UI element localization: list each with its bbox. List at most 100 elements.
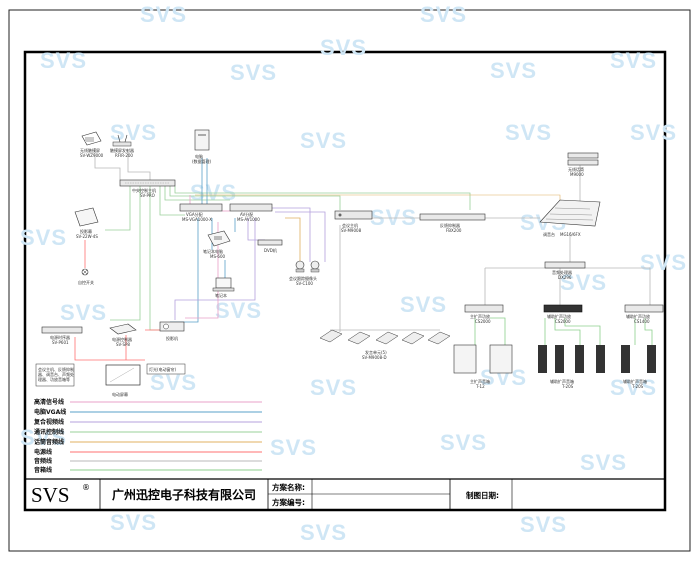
- feedback-suppressor: 反馈抑制器 FBX200: [419, 213, 486, 233]
- speakers-main-label: 主扩声音箱: [470, 378, 490, 384]
- projector-screen-label: 投影幕: [80, 228, 92, 234]
- projector-screen: 投影幕 SV-22W-4S: [74, 207, 99, 239]
- legend: 高清信号线 电脑VGA线 复合视频线 通讯控制线 话筒音频线 电源线 音频线 音…: [33, 398, 262, 474]
- watermark-text: SVS: [610, 375, 657, 400]
- legend-hd-signal: 高清信号线: [34, 398, 64, 406]
- amplifier-aux-1-label: 辅助扩声功放: [547, 313, 571, 319]
- av-distributor-model: MS-AV1000: [237, 217, 260, 222]
- laptop-label: 笔记本: [215, 292, 227, 298]
- mixer-label: 调音台: [543, 231, 555, 237]
- watermark-text: SVS: [20, 425, 67, 450]
- touch-transmitter: 触摸屏发射器 RFIR-200: [110, 134, 134, 158]
- power-controller-label: 电源控制器: [112, 336, 132, 342]
- laptop: 笔记本: [212, 277, 235, 298]
- light-control-label: 灯光(电动窗帘): [149, 366, 177, 372]
- ptz-camera-label: 会议跟踪摄像头: [289, 275, 317, 281]
- computer-label: 电脑: [195, 153, 203, 159]
- watermark-text: SVS: [630, 120, 677, 145]
- legend-power: 电源线: [34, 448, 52, 456]
- watermark-text: SVS: [40, 48, 87, 73]
- touch-transmitter-label: 触摸屏发射器: [110, 147, 134, 153]
- wireless-receiver-model: SV-WZ9000: [80, 153, 104, 158]
- plan-number-label: 方案编号:: [272, 497, 305, 507]
- watermark-text: SVS: [400, 292, 447, 317]
- company-logo: SVS: [31, 483, 70, 507]
- speakers-aux-2-model: T-20S: [631, 384, 644, 389]
- vga-distributor: VGA分配 MS-VGA1000-X: [179, 203, 223, 222]
- devices: 无线触摸屏 SV-WZ9000 触摸屏发射器 RFIR-200 中央控制主机 S…: [35, 129, 664, 397]
- power-targets-line-2: 器、调音台、声频处: [38, 371, 74, 377]
- speakers-aux-1-label: 辅助扩声音箱: [550, 378, 574, 384]
- auto-switch-label: 自控开关: [78, 279, 94, 285]
- power-targets-line-1: 会议主机、反馈抑制: [38, 366, 74, 372]
- amplifier-main-model: CS2000: [475, 319, 491, 324]
- dvd-player-label: DVD机: [264, 247, 277, 253]
- speakers-aux-2: 辅助扩声音箱 T-20S: [621, 345, 656, 389]
- audio-processor-model: DX296: [558, 275, 572, 280]
- amplifier-main-label: 主扩声功放: [470, 313, 490, 319]
- power-targets-line-3: 理器、功放音箱等: [38, 376, 70, 382]
- vga-distributor-model: MS-VGA1000-X: [182, 217, 212, 222]
- amplifier-main: 主扩声功放 CS2000: [464, 304, 504, 324]
- watermark-text: SVS: [370, 205, 417, 230]
- speakers-main: 主扩声音箱 T-12: [453, 344, 513, 389]
- title-block: SVS ® 广州迅控电子科技有限公司 方案名称: 方案编号: 制图日期:: [25, 478, 665, 510]
- vga-distributor-label: VGA分配: [186, 211, 203, 217]
- amplifier-aux-1-model: CS2000: [555, 319, 571, 324]
- central-control-label: 中央控制主机: [132, 187, 156, 193]
- ptz-camera: 会议跟踪摄像头 SV-C100: [289, 260, 320, 286]
- sequential-power: 电源时序器 SV-P601: [41, 326, 83, 345]
- light-control: 灯光(电动窗帘): [146, 363, 186, 375]
- watermark-text: SVS: [270, 435, 317, 460]
- lcd-display-label: 电动屏幕: [112, 391, 128, 397]
- sequential-power-model: SV-P601: [52, 340, 69, 345]
- av-distributor: AV分配 MS-AV1000: [229, 203, 273, 222]
- draw-date-label: 制图日期:: [466, 490, 499, 500]
- watermark-text: SVS: [230, 60, 277, 85]
- feedback-suppressor-label: 反馈抑制器: [440, 222, 460, 228]
- wireless-mic: 无线话筒 M9000: [567, 152, 599, 177]
- ptz-camera-model: SV-C100: [296, 281, 313, 286]
- inner-border: [23, 50, 667, 512]
- watermark-text: SVS: [490, 58, 537, 83]
- projector-label: 投影机: [166, 335, 178, 341]
- watermark-text: SVS: [440, 430, 487, 455]
- watermark-text: SVS: [420, 2, 467, 27]
- dvd-player: DVD机: [257, 239, 283, 253]
- conference-host: 会议主机 SV-M9008: [334, 210, 373, 233]
- mixer-model: MG16/6FX: [560, 232, 581, 237]
- watermark-text: SVS: [110, 510, 157, 535]
- central-control-model: SV-PRO: [140, 193, 155, 198]
- watermark-text: SVS: [505, 120, 552, 145]
- speakers-aux-1: 辅助扩声音箱 T-20S: [538, 345, 605, 389]
- av-distributor-label: AV分配: [240, 211, 253, 217]
- power-controller: 电源控制器 SV-SP8: [109, 323, 137, 347]
- central-control: 中央控制主机 SV-PRO: [119, 179, 176, 198]
- power-controller-model: SV-SP8: [116, 342, 130, 347]
- delegate-units-label: 发言单元(5): [365, 349, 387, 355]
- amplifier-aux-1: 辅助扩声功放 CS2000: [543, 304, 583, 324]
- watermark-text: SVS: [610, 48, 657, 73]
- feedback-suppressor-model: FBX200: [446, 228, 462, 233]
- watermark-text: SVS: [580, 450, 627, 475]
- speakers-aux-1-model: T-20S: [561, 384, 574, 389]
- company-name: 广州迅控电子科技有限公司: [112, 487, 256, 502]
- laptop-control-label: 笔记本电脑: [203, 248, 223, 254]
- watermark-text: SVS: [140, 2, 187, 27]
- watermark-text: SVS: [300, 520, 347, 545]
- speakers-aux-2-label: 辅助扩声音箱: [623, 378, 647, 384]
- watermark-text: SVS: [640, 250, 687, 275]
- legend-ptz-audio: 话筒音频线: [34, 438, 64, 446]
- amplifier-aux-2-label: 辅助扩声功放: [626, 313, 650, 319]
- audio-processor-label: 音频处理器: [552, 269, 572, 275]
- lcd-display: 电动屏幕: [105, 364, 141, 397]
- wireless-mic-label: 无线话筒: [568, 166, 584, 172]
- computer-note: (数据管理): [192, 158, 212, 164]
- mixer: 调音台 MG16/6FX: [539, 199, 601, 237]
- auto-switch: 自控开关: [78, 268, 94, 285]
- legend-rs232: 通讯控制线: [34, 428, 64, 436]
- conference-host-label: 会议主机: [342, 222, 358, 228]
- laptop-control-model: MS-600: [210, 254, 226, 259]
